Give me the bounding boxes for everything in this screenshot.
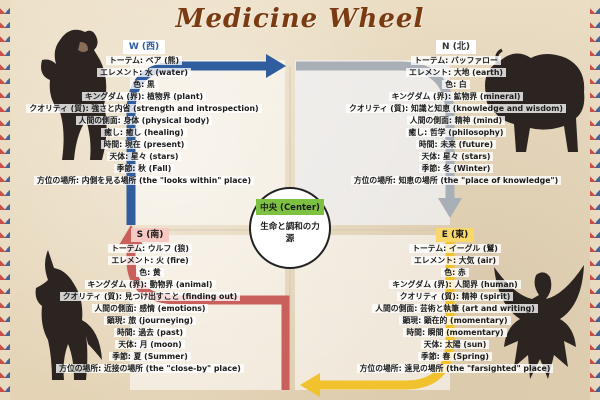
- east-line-manifest: 顕現: 顕在的 (momentary): [318, 315, 592, 327]
- east-line-time: 時間: 瞬間 (momentary): [318, 327, 592, 339]
- west-line-color: 色: 黒: [8, 79, 280, 91]
- south-line-kingdom: キングダム (界): 動物界 (animal): [8, 279, 292, 291]
- east-line-color: 色: 赤: [318, 267, 592, 279]
- west-line-celestial: 天体: 星々 (stars): [8, 151, 280, 163]
- south-line-place: 方位の場所: 近接の場所 (the "close-by" place): [8, 363, 292, 375]
- north-heading: N (北): [436, 40, 476, 54]
- north-line-kingdom: キングダム (界): 鉱物界 (mineral): [320, 91, 592, 103]
- east-info-panel: E (東) トーテム: イーグル (鷲) エレメント: 大気 (air) 色: …: [318, 228, 592, 375]
- east-line-kingdom: キングダム (界): 人間界 (human): [318, 279, 592, 291]
- east-line-element: エレメント: 大気 (air): [318, 255, 592, 267]
- north-line-element: エレメント: 大地 (earth): [320, 67, 592, 79]
- west-line-time: 時間: 現在 (present): [8, 139, 280, 151]
- north-line-time: 時間: 未来 (future): [320, 139, 592, 151]
- west-heading: W (西): [122, 40, 166, 54]
- west-line-healing: 癒し: 癒し (healing): [8, 127, 280, 139]
- south-heading: S (南): [130, 228, 170, 242]
- east-arrowhead: [300, 373, 320, 397]
- east-line-aspect: 人間の側面: 芸術と執筆 (art and writing): [318, 303, 592, 315]
- east-line-totem: トーテム: イーグル (鷲): [318, 243, 592, 255]
- north-line-color: 色: 白: [320, 79, 592, 91]
- south-line-quality: クオリティ (質): 見つけ出すこと (finding out): [8, 291, 292, 303]
- north-line-aspect: 人間の側面: 精神 (mind): [320, 115, 592, 127]
- center-circle: 中央 (Center) 生命と調和の力源: [249, 187, 331, 269]
- south-line-celestial: 天体: 月 (moon): [8, 339, 292, 351]
- north-line-celestial: 天体: 星々 (stars): [320, 151, 592, 163]
- south-line-totem: トーテム: ウルフ (狼): [8, 243, 292, 255]
- south-line-color: 色: 黄: [8, 267, 292, 279]
- north-line-healing: 癒し: 哲学 (philosophy): [320, 127, 592, 139]
- east-line-quality: クオリティ (質): 精神 (spirit): [318, 291, 592, 303]
- wolf-icon: [35, 250, 102, 380]
- south-info-panel: S (南) トーテム: ウルフ (狼) エレメント: 火 (fire) 色: 黄…: [8, 228, 292, 375]
- left-border-pattern: [0, 0, 10, 400]
- north-line-season: 季節: 冬 (Winter): [320, 163, 592, 175]
- center-label: 中央 (Center): [256, 199, 324, 215]
- north-line-quality: クオリティ (質): 知識と知恵 (knowledge and wisdom): [320, 103, 592, 115]
- east-line-season: 季節: 春 (Spring): [318, 351, 592, 363]
- north-info-panel: N (北) トーテム: バッファロー エレメント: 大地 (earth) 色: …: [320, 40, 592, 187]
- south-line-time: 時間: 過去 (past): [8, 327, 292, 339]
- west-line-season: 季節: 秋 (Fall): [8, 163, 280, 175]
- north-line-totem: トーテム: バッファロー: [320, 55, 592, 67]
- east-heading: E (東): [435, 228, 475, 242]
- center-text: 生命と調和の力源: [260, 222, 320, 244]
- west-info-panel: W (西) トーテム: ベア (熊) エレメント: 水 (water) 色: 黒…: [8, 40, 280, 187]
- south-line-aspect: 人間の側面: 感情 (emotions): [8, 303, 292, 315]
- west-line-element: エレメント: 水 (water): [8, 67, 280, 79]
- north-arrowhead: [438, 198, 462, 218]
- east-line-place: 方位の場所: 遠見の場所 (the "farsighted" place): [318, 363, 592, 375]
- right-border-pattern: [590, 0, 600, 400]
- west-line-kingdom: キングダム (界): 植物界 (plant): [8, 91, 280, 103]
- west-line-quality: クオリティ (質): 強さと内省 (strength and introspec…: [8, 103, 280, 115]
- bear-icon: [41, 29, 107, 160]
- west-line-place: 方位の場所: 内側を見る場所 (the "looks within" place…: [8, 175, 280, 187]
- south-line-season: 季節: 夏 (Summer): [8, 351, 292, 363]
- south-line-element: エレメント: 火 (fire): [8, 255, 292, 267]
- west-arrowhead: [266, 54, 286, 78]
- north-line-place: 方位の場所: 知恵の場所 (the "place of knowledge"): [320, 175, 592, 187]
- west-line-aspect: 人間の側面: 身体 (physical body): [8, 115, 280, 127]
- east-line-celestial: 天体: 太陽 (sun): [318, 339, 592, 351]
- south-line-manifest: 顕現: 旅 (journeying): [8, 315, 292, 327]
- page-title: Medicine Wheel: [175, 4, 425, 34]
- west-line-totem: トーテム: ベア (熊): [8, 55, 280, 67]
- eagle-icon: [494, 265, 584, 379]
